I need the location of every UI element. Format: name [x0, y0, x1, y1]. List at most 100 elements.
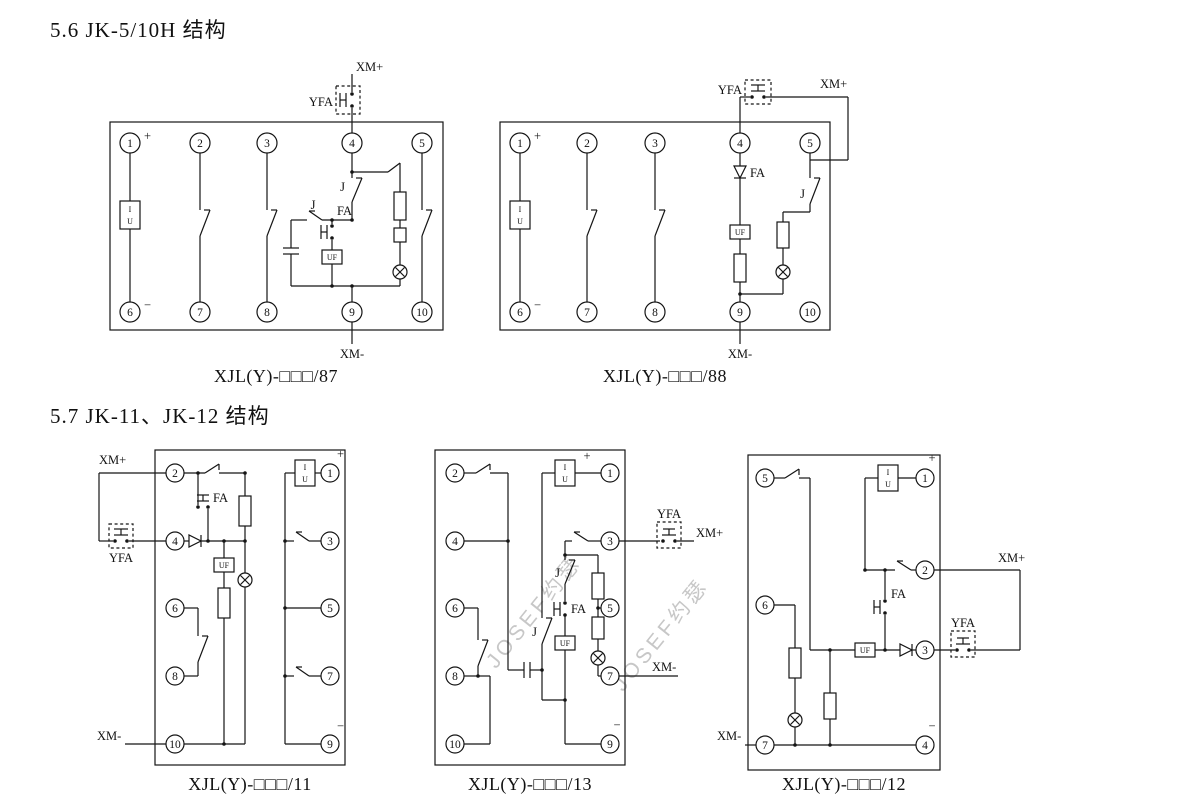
- terminal-2: 2: [452, 468, 458, 480]
- terminal-9: 9: [349, 307, 355, 319]
- uf-coil: UF: [213, 557, 235, 573]
- element-u-label: U: [127, 217, 133, 226]
- wiring-11: [98, 463, 321, 746]
- plus-label: +: [534, 129, 541, 143]
- element-u-label: U: [302, 475, 308, 484]
- terminal-2: 2: [197, 138, 203, 150]
- terminal-6: 6: [172, 603, 178, 615]
- diagram-11: I U UF 2 4 6 8 10 1 3 5 7 9 XM+ YFA XM- …: [97, 447, 346, 766]
- caption-13: XJL(Y)-□□□/13: [467, 774, 593, 794]
- xm-minus-label: XM-: [728, 347, 752, 361]
- caption-12: XJL(Y)-□□□/12: [781, 774, 907, 794]
- section-title-1: 5.6 JK-5/10H 结构: [50, 18, 227, 42]
- wiring-13: [464, 463, 694, 745]
- yfa-test-button: [108, 523, 134, 549]
- terminal-4: 4: [349, 138, 355, 150]
- plus-label: +: [928, 451, 935, 465]
- caption-88: XJL(Y)-□□□/88: [602, 366, 728, 386]
- minus-label: −: [144, 298, 151, 312]
- terminals-13: 2 4 6 8 10 1 3 5 7 9: [445, 463, 620, 754]
- terminal-5: 5: [419, 138, 425, 150]
- terminal-5: 5: [607, 603, 613, 615]
- yfa-label: YFA: [657, 507, 681, 521]
- terminal-5: 5: [762, 473, 768, 485]
- minus-label: −: [534, 298, 541, 312]
- xm-minus-label: XM-: [340, 347, 364, 361]
- j-label: J: [340, 180, 345, 194]
- terminal-1: 1: [127, 138, 133, 150]
- terminals-88: 1 2 3 4 5 6 7 8 9 10: [509, 132, 821, 323]
- terminal-5: 5: [807, 138, 813, 150]
- yfa-label: YFA: [109, 551, 133, 565]
- terminal-2: 2: [922, 565, 928, 577]
- uf-coil: UF: [854, 642, 876, 658]
- uf-label: UF: [860, 646, 871, 655]
- terminal-6: 6: [127, 307, 133, 319]
- fa-button: [320, 224, 334, 240]
- terminals-11: 2 4 6 8 10 1 3 5 7 9: [165, 463, 340, 754]
- section-title-2: 5.7 JK-11、JK-12 结构: [50, 404, 270, 428]
- terminal-7: 7: [197, 307, 203, 319]
- xm-plus-label: XM+: [998, 551, 1025, 565]
- fa-button: [196, 494, 210, 509]
- lamp-icon: [787, 712, 803, 728]
- terminal-9: 9: [607, 739, 613, 751]
- plus-label: +: [144, 129, 151, 143]
- uf-coil: UF: [554, 635, 576, 651]
- terminals-87: 1 2 3 4 5 6 7 8 9 10: [119, 132, 433, 323]
- terminal-10: 10: [416, 307, 428, 319]
- wiring-88: [519, 96, 849, 344]
- plus-label: +: [583, 449, 590, 463]
- fa-button: [873, 599, 887, 615]
- yfa-label: YFA: [309, 95, 333, 109]
- terminal-10: 10: [169, 739, 181, 751]
- j-label: J: [555, 566, 560, 580]
- minus-label: −: [337, 719, 344, 733]
- fa-label: FA: [891, 587, 906, 601]
- terminal-1: 1: [922, 473, 928, 485]
- element-u-label: U: [885, 480, 891, 489]
- lamp-icon: [237, 572, 253, 588]
- terminal-1: 1: [517, 138, 523, 150]
- wiring-87: [129, 74, 433, 344]
- xm-minus-label: XM-: [652, 660, 676, 674]
- yfa-test-button: [656, 521, 682, 549]
- terminal-7: 7: [607, 671, 613, 683]
- terminal-6: 6: [452, 603, 458, 615]
- fa-button: [553, 601, 567, 617]
- minus-label: −: [928, 719, 935, 733]
- uf-label: UF: [560, 639, 571, 648]
- xm-plus-label: XM+: [696, 526, 723, 540]
- relay-case-outline: [747, 454, 941, 771]
- diode-icon: [188, 534, 203, 548]
- minus-label: −: [613, 718, 620, 732]
- relay-case-outline: [109, 121, 444, 331]
- terminal-10: 10: [804, 307, 816, 319]
- fa-label: FA: [337, 204, 352, 218]
- xm-minus-label: XM-: [717, 729, 741, 743]
- yfa-test-button: [744, 79, 772, 105]
- diagram-87: I U UF 1 2 3 4 5 6 7 8 9 10 XM+ YFA + − …: [109, 60, 444, 361]
- diode-icon: [899, 643, 914, 657]
- yfa-label: YFA: [951, 616, 975, 630]
- terminal-6: 6: [517, 307, 523, 319]
- lamp-icon: [590, 650, 606, 666]
- fa-label: FA: [571, 602, 586, 616]
- terminal-8: 8: [652, 307, 658, 319]
- terminal-4: 4: [737, 138, 743, 150]
- terminals-12: 5 6 7 1 2 3 4: [755, 468, 935, 755]
- j-label: J: [311, 198, 316, 212]
- terminal-2: 2: [584, 138, 590, 150]
- uf-label: UF: [327, 253, 338, 262]
- element-i-label: I: [887, 468, 890, 477]
- terminal-8: 8: [452, 671, 458, 683]
- j-label: J: [532, 625, 537, 639]
- element-i-label: I: [129, 205, 132, 214]
- terminal-4: 4: [172, 536, 178, 548]
- measuring-element: I U: [294, 459, 316, 487]
- plus-label: +: [337, 447, 344, 461]
- diode-icon: [733, 165, 747, 180]
- element-i-label: I: [519, 205, 522, 214]
- measuring-element: I U: [509, 200, 531, 230]
- terminal-5: 5: [327, 603, 333, 615]
